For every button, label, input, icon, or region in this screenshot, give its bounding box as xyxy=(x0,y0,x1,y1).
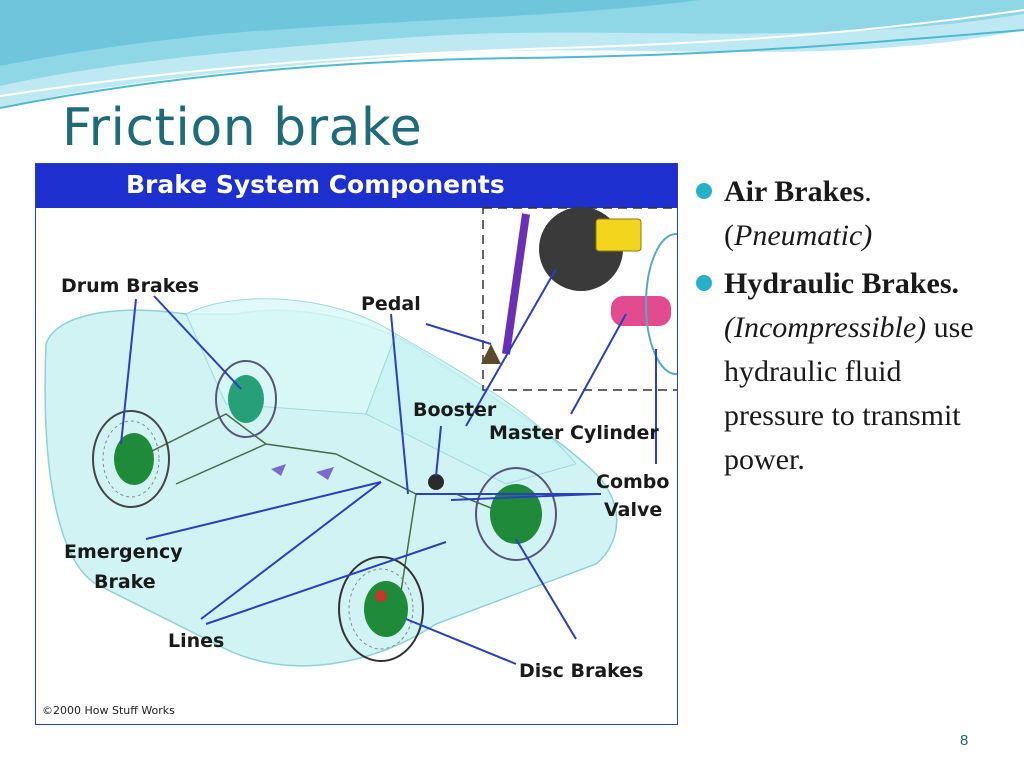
label-drum-brakes: Drum Brakes xyxy=(61,275,200,297)
page-number: 8 xyxy=(960,732,969,749)
bullet-air-brakes-note: Pneumatic) xyxy=(734,219,873,252)
emergency-brake-part xyxy=(271,464,286,476)
disc-front-right xyxy=(490,484,542,544)
bullet-air-brakes: Air Brakes. (Pneumatic) xyxy=(696,170,1006,258)
header-wave-decoration xyxy=(0,0,1024,109)
disc-front-left xyxy=(364,581,408,637)
pedal-arm-inset xyxy=(502,213,530,355)
label-pedal: Pedal xyxy=(361,293,421,315)
car-illustration xyxy=(44,207,677,667)
label-emergency-line1: Emergency xyxy=(64,541,183,563)
bullet-hydraulic-title: Hydraulic Brakes. xyxy=(724,267,960,300)
wheel-inset xyxy=(645,233,677,375)
bullet-hydraulic-brakes: Hydraulic Brakes. (Incompressible) use h… xyxy=(696,262,1006,482)
diagram-header-bar: Brake System Components xyxy=(36,164,677,208)
rear-wheel-left xyxy=(92,410,170,508)
bullet-list: Air Brakes. (Pneumatic) Hydraulic Brakes… xyxy=(696,170,1006,486)
pointer-lines xyxy=(120,268,657,665)
bullet-hydraulic-description: use hydraulic fluid pressure to transmit… xyxy=(724,311,974,476)
booster-small xyxy=(428,474,444,490)
label-master-cylinder: Master Cylinder xyxy=(489,422,659,444)
front-wheel-left xyxy=(338,556,424,662)
label-disc-brakes: Disc Brakes xyxy=(519,660,644,682)
bullet-air-brakes-period: . xyxy=(864,175,872,208)
diagram-title: Brake System Components xyxy=(126,170,505,199)
front-wheel-right xyxy=(475,467,557,561)
label-combo-valve-line2: Valve xyxy=(604,499,663,521)
label-combo-valve-line1: Combo xyxy=(596,471,670,493)
slide-title: Friction brake xyxy=(62,98,423,158)
reservoir-inset xyxy=(595,218,642,252)
bullet-air-brakes-paren: ( xyxy=(724,219,734,252)
rear-wheel-right xyxy=(215,360,277,438)
bullet-dot-icon xyxy=(696,183,712,199)
bullet-hydraulic-note: (Incompressible) xyxy=(724,311,927,344)
pedal-small xyxy=(481,344,501,364)
drum-rear-left xyxy=(114,433,154,485)
master-cylinder-inset xyxy=(611,296,671,326)
car-hood xyxy=(365,333,577,485)
label-lines: Lines xyxy=(168,630,225,652)
copyright-text: ©2000 How Stuff Works xyxy=(42,704,175,717)
label-booster: Booster xyxy=(413,399,497,421)
label-emergency-line2: Brake xyxy=(94,571,156,593)
brake-system-diagram: Brake System Components xyxy=(35,163,678,725)
bullet-dot-icon xyxy=(696,275,712,291)
bullet-air-brakes-title: Air Brakes xyxy=(724,175,865,208)
drum-rear-right xyxy=(228,375,264,423)
